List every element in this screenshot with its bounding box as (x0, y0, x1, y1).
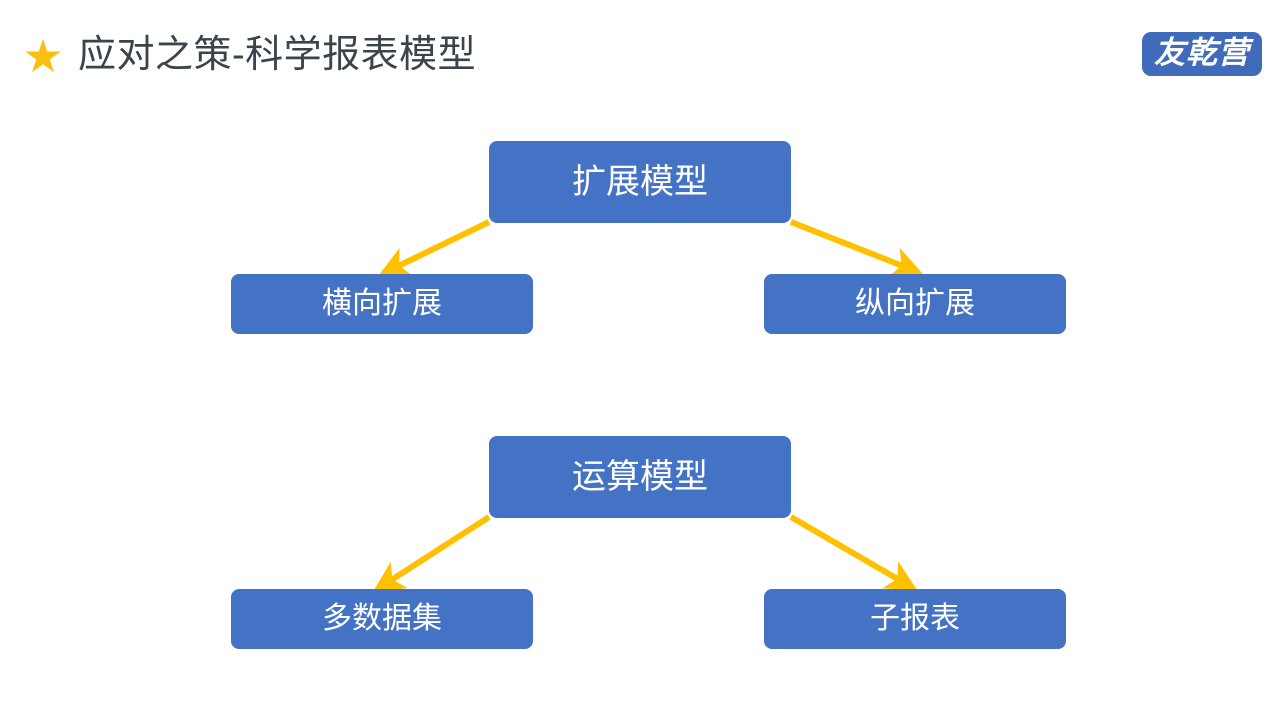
node-horizontal-expansion[interactable]: 横向扩展 (231, 274, 533, 334)
brand-logo: 友乾营 (1142, 32, 1262, 76)
node-label: 运算模型 (572, 458, 708, 496)
node-label: 纵向扩展 (855, 287, 975, 320)
slide-header: ★ 应对之策-科学报表模型 友乾营 (0, 0, 1280, 112)
node-computation-model[interactable]: 运算模型 (489, 436, 791, 518)
node-label: 横向扩展 (322, 287, 442, 320)
node-label: 扩展模型 (572, 163, 708, 201)
node-label: 多数据集 (322, 602, 442, 635)
node-multi-dataset[interactable]: 多数据集 (231, 589, 533, 649)
node-expand-model[interactable]: 扩展模型 (489, 141, 791, 223)
node-label: 子报表 (870, 602, 960, 635)
brand-logo-text: 友乾营 (1154, 35, 1250, 71)
arrow-expand-to-horizontal (378, 219, 491, 277)
node-sub-report[interactable]: 子报表 (764, 589, 1066, 649)
arrow-expand-to-vertical (789, 219, 924, 278)
arrow-compute-to-subreport (789, 514, 918, 591)
star-icon: ★ (22, 30, 64, 82)
page-title: 应对之策-科学报表模型 (78, 34, 477, 76)
arrow-compute-to-multidata (372, 514, 491, 592)
node-vertical-expansion[interactable]: 纵向扩展 (764, 274, 1066, 334)
